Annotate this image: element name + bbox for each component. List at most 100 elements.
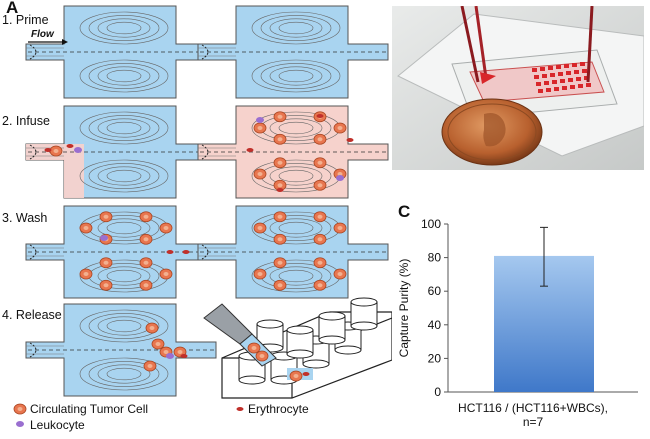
- erythrocyte-cell: [66, 144, 74, 148]
- ctc-cell: [253, 122, 267, 134]
- ctc-cell: [273, 279, 287, 291]
- erythrocyte-cell: [316, 114, 324, 118]
- x-category-label-line2: n=7: [522, 415, 544, 429]
- ctc-cell: [273, 157, 287, 169]
- ctc-cell: [273, 257, 287, 269]
- ctc-cell: [313, 133, 327, 145]
- y-tick-label: 100: [421, 217, 441, 231]
- ctc-cell: [313, 179, 327, 191]
- leukocyte-cell: [336, 175, 344, 181]
- legend: [13, 403, 244, 427]
- velocity-profile: [29, 44, 37, 60]
- velocity-profile: [201, 144, 209, 160]
- ctc-cell: [313, 257, 327, 269]
- ctc-cell: [139, 279, 153, 291]
- collected-sample: [287, 368, 313, 382]
- velocity-profile: [29, 144, 37, 160]
- ctc-cell: [49, 145, 63, 157]
- ctc-cell: [313, 279, 327, 291]
- leukocyte-cell: [16, 421, 24, 427]
- panel-a-label: A: [6, 0, 19, 17]
- tubing-left: [460, 6, 480, 83]
- erythrocyte-cell: [246, 148, 254, 152]
- device-infuse-1: [25, 105, 217, 199]
- erythrocyte-cell: [346, 138, 354, 142]
- ctc-cell: [313, 233, 327, 245]
- well: [318, 311, 346, 345]
- y-tick-label: 20: [428, 351, 442, 365]
- step-label-infuse: 2. Infuse: [2, 114, 50, 128]
- penny-profile: [483, 113, 506, 147]
- velocity-profile: [29, 342, 37, 358]
- ctc-cell: [333, 268, 347, 280]
- tubing-left-2: [474, 6, 488, 79]
- step-label-release: 4. Release: [2, 308, 62, 322]
- velocity-profile: [201, 44, 209, 60]
- ctc-cell: [313, 157, 327, 169]
- legend-erythrocyte-icon: [236, 407, 244, 411]
- device-release: [25, 303, 217, 397]
- velocity-profile: [201, 244, 209, 260]
- leukocyte-cell: [100, 235, 108, 241]
- ctc-cell: [247, 342, 261, 354]
- device-photo: [392, 6, 644, 170]
- well: [350, 297, 378, 331]
- flow-arrowhead: [62, 39, 68, 45]
- vortex-streamlines: [79, 11, 169, 93]
- well: [286, 325, 314, 359]
- legend-erythrocyte-label: Erythrocyte: [248, 402, 309, 416]
- panel-c-label: C: [398, 202, 411, 221]
- erythrocyte-cell: [44, 148, 52, 152]
- leukocyte-cell: [166, 353, 174, 359]
- ctc-cell: [145, 322, 159, 334]
- y-tick-label: 40: [428, 318, 442, 332]
- step-label-wash: 3. Wash: [2, 211, 48, 225]
- device-prime-1: [25, 5, 217, 99]
- step-label-prime: 1. Prime: [2, 13, 49, 27]
- vortex-streamlines: [79, 111, 169, 193]
- error-bar: [540, 226, 548, 287]
- ctc-cell: [253, 222, 267, 234]
- erythrocyte-cell: [182, 250, 190, 254]
- flow-label: Flow: [31, 29, 54, 40]
- ctc-cell: [333, 222, 347, 234]
- ctc-cell: [273, 233, 287, 245]
- erythrocyte-cell: [180, 354, 188, 358]
- device-wash-1: [25, 205, 217, 299]
- ctc-cell: [333, 122, 347, 134]
- velocity-profile: [29, 244, 37, 260]
- erythrocyte-cell: [236, 407, 244, 411]
- ctc-cell: [255, 350, 269, 362]
- y-axis-label: Capture Purity (%): [397, 259, 411, 358]
- ctc-cell: [313, 211, 327, 223]
- ctc-cell: [79, 222, 93, 234]
- ctc-cell: [143, 360, 157, 372]
- ctc-cell: [99, 257, 113, 269]
- y-tick-label: 60: [428, 284, 442, 298]
- device-wash-2: [197, 205, 389, 299]
- vortex-streamlines: [251, 11, 341, 93]
- device-schematic: [13, 5, 392, 427]
- pipette: [203, 303, 277, 367]
- erythrocyte-cell: [166, 250, 174, 254]
- ctc-cell: [273, 211, 287, 223]
- leukocyte-cell: [256, 117, 264, 123]
- erythrocyte-cell: [276, 188, 284, 192]
- ctc-cell: [253, 268, 267, 280]
- tubing-right: [586, 6, 594, 83]
- ctc-cell: [151, 338, 165, 350]
- ctc-cell: [99, 211, 113, 223]
- ctc-cell: [139, 233, 153, 245]
- legend-leukocyte-label: Leukocyte: [30, 418, 85, 432]
- ctc-cell: [139, 211, 153, 223]
- erythrocyte-cell: [302, 372, 310, 376]
- ctc-cell: [289, 370, 303, 382]
- ctc-cell: [273, 111, 287, 123]
- ctc-cell: [159, 222, 173, 234]
- x-category-label-line1: HCT116 / (HCT116+WBCs),: [458, 401, 608, 415]
- device-infuse-2: [197, 105, 389, 199]
- vortex-streamlines: [79, 309, 169, 391]
- legend-ctc-label: Circulating Tumor Cell: [30, 402, 149, 416]
- ctc-cell: [79, 268, 93, 280]
